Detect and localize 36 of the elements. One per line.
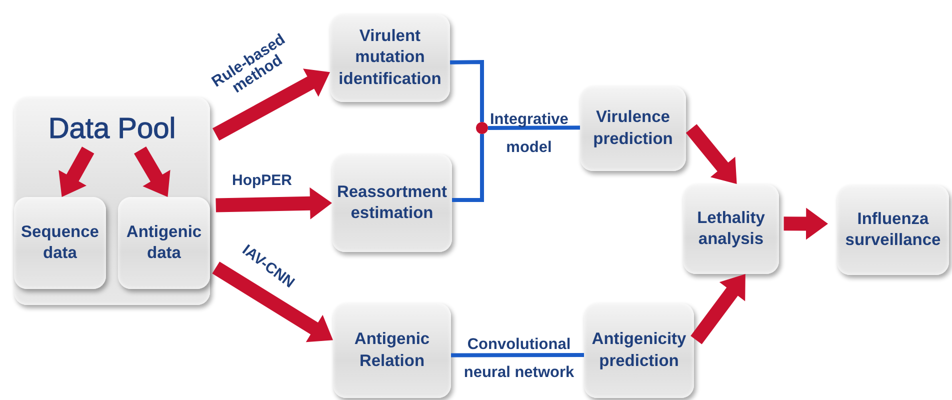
block-arrow: [686, 124, 737, 184]
node-label: Antigenicity prediction: [590, 329, 688, 372]
block-arrow: [690, 274, 746, 344]
edge-label: Integrative model: [490, 110, 568, 158]
node-label: Lethality analysis: [696, 208, 766, 250]
node-label: Sequence data: [20, 222, 100, 264]
connector-line: [452, 134, 484, 202]
node-label: Virulence prediction: [592, 107, 674, 150]
connector-line: [451, 352, 584, 358]
connector-line: [488, 126, 580, 130]
process-box: [330, 14, 450, 102]
group-title: Data Pool: [48, 112, 176, 147]
process-box: [332, 154, 452, 252]
block-arrow: [784, 208, 828, 240]
edge-label: HopPER: [232, 172, 292, 189]
block-arrow: [216, 187, 332, 220]
connector-line: [450, 60, 484, 122]
process-box: [118, 197, 210, 289]
node-label: Reassortment estimation: [336, 182, 448, 224]
process-box: [14, 197, 106, 289]
block-arrow: [134, 146, 170, 197]
process-box: [683, 184, 779, 274]
process-box: [580, 86, 686, 171]
block-arrow: [212, 68, 330, 141]
process-box: [584, 303, 694, 398]
process-box: [333, 303, 451, 398]
node-label: Antigenic data: [125, 222, 203, 264]
block-arrow: [212, 262, 333, 342]
process-box: [837, 185, 949, 275]
node-label: Antigenic Relation: [353, 329, 431, 372]
group-box: [14, 97, 210, 305]
node-label: Virulent mutation identification: [338, 26, 442, 90]
block-arrow: [58, 146, 94, 197]
junction-dot: [476, 122, 488, 134]
edge-label: Convolutional neural network: [462, 335, 576, 383]
node-label: Influenza surveillance: [844, 208, 942, 251]
